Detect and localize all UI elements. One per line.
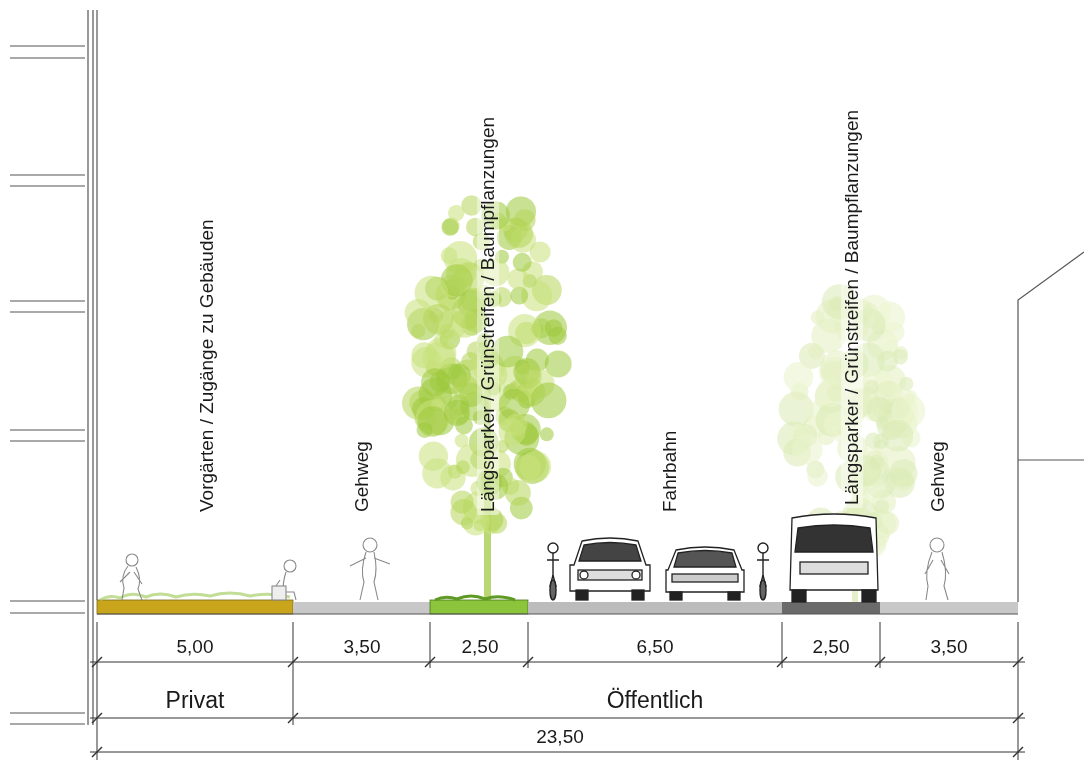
dimension-tick xyxy=(92,713,102,723)
dimension-tick xyxy=(288,657,298,667)
left-building xyxy=(10,10,97,725)
dimension-tick xyxy=(875,657,885,667)
tree-foliage xyxy=(487,513,508,534)
tree-foliage xyxy=(540,427,554,441)
tree-foliage xyxy=(423,304,453,334)
right-building xyxy=(1018,252,1084,602)
tree-foliage xyxy=(864,303,877,316)
tree-foliage xyxy=(792,434,823,465)
dimension-tick xyxy=(92,657,102,667)
tree-foliage xyxy=(882,420,914,452)
dimension-tick xyxy=(777,657,787,667)
tree-foliage xyxy=(808,345,823,360)
tree-foliage xyxy=(807,466,828,487)
zone-label: Fahrbahn xyxy=(659,428,681,515)
dimension-value: 5,00 xyxy=(177,636,214,658)
ownership-label: Privat xyxy=(166,687,225,713)
dimension-lines xyxy=(90,622,1025,760)
tree-foliage xyxy=(531,383,567,419)
tree-foliage xyxy=(456,460,470,474)
dimension-value: 6,50 xyxy=(637,636,674,658)
tree-foliage xyxy=(513,253,532,272)
tree-foliage xyxy=(905,390,917,402)
zone-label: Gehweg xyxy=(927,438,949,515)
zone-label: Längsparker / Grünstreifen / Baumpflanzu… xyxy=(841,107,863,508)
zone-label: Vorgärten / Zugänge zu Gebäuden xyxy=(196,216,218,515)
zone-label: Gehweg xyxy=(351,438,373,515)
tree-foliage xyxy=(866,397,892,423)
zone-label: Längsparker / Grünstreifen / Baumpflanzu… xyxy=(477,114,499,515)
dimension-tick xyxy=(523,657,533,667)
tree-foliage xyxy=(890,459,918,487)
car-front xyxy=(570,538,650,600)
tree-foliage xyxy=(417,422,433,438)
dimension-tick xyxy=(288,713,298,723)
tree-foliage xyxy=(441,247,458,264)
tree-foliage xyxy=(516,362,542,388)
ground-surfaces xyxy=(97,593,1018,614)
dimension-value: 2,50 xyxy=(462,636,499,658)
tree-foliage xyxy=(877,512,899,534)
dimension-value: 3,50 xyxy=(931,636,968,658)
car-rear xyxy=(666,547,744,600)
tree-foliage xyxy=(498,418,525,445)
dimension-value: 3,50 xyxy=(344,636,381,658)
tree-foliage xyxy=(893,349,908,364)
tree-foliage xyxy=(548,327,566,345)
tree-foliage xyxy=(508,268,529,289)
tree-foliage xyxy=(425,338,456,369)
dimension-tick xyxy=(1013,713,1023,723)
tree-foliage xyxy=(421,368,449,396)
dimension-tick xyxy=(425,657,435,667)
tree-foliage xyxy=(784,362,814,392)
tree-foliage xyxy=(514,209,536,231)
tree-foliage xyxy=(875,499,890,514)
dimension-tick xyxy=(1013,657,1023,667)
tree-foliage xyxy=(520,451,551,482)
tree-foliage xyxy=(453,375,479,401)
tree-foliage xyxy=(448,205,464,221)
dimension-value: 2,50 xyxy=(813,636,850,658)
ownership-label: Öffentlich xyxy=(607,687,704,713)
tree-foliage xyxy=(415,276,449,310)
tree-foliage xyxy=(419,441,448,470)
total-dimension: 23,50 xyxy=(536,726,584,748)
dimension-tick xyxy=(1013,747,1023,757)
tree-foliage xyxy=(444,400,470,426)
dimension-tick xyxy=(92,747,102,757)
tree-foliage xyxy=(505,480,531,506)
tree-foliage xyxy=(411,324,425,338)
van-front xyxy=(790,514,878,602)
